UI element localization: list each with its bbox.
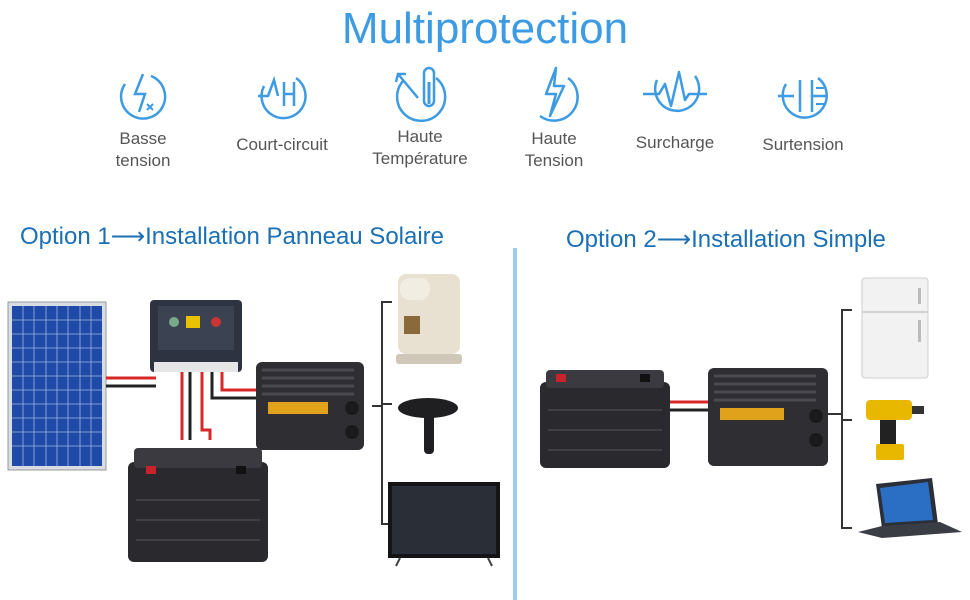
option1-prefix: Option 1 <box>20 223 111 250</box>
page-title: Multiprotection <box>341 4 629 53</box>
power-drill-image <box>866 400 924 460</box>
option1-diagram <box>7 274 500 567</box>
coffee-machine-image <box>396 274 462 364</box>
battery-image <box>540 370 670 468</box>
refrigerator-image <box>861 277 929 379</box>
pulse-wave-icon <box>643 70 707 113</box>
feature-label: Tension <box>524 151 584 170</box>
battery-image <box>128 448 268 562</box>
feature-label: Court-circuit <box>236 135 328 154</box>
inverter-image <box>708 368 828 466</box>
section-divider <box>513 248 517 600</box>
option2-diagram <box>540 277 962 538</box>
arrow-icon: ⟶ <box>110 223 146 250</box>
short-circuit-icon <box>258 75 307 120</box>
option2-text: Installation Simple <box>691 226 886 253</box>
lightning-bolt-icon <box>539 66 579 122</box>
feature-label: Surcharge <box>635 133 715 152</box>
option1-text: Installation Panneau Solaire <box>145 223 445 250</box>
feature-court-circuit: Court-circuit <box>222 66 342 156</box>
feature-haute-tension: Haute Tension <box>494 64 614 172</box>
thermometer-icon <box>394 66 447 123</box>
feature-label: tension <box>115 151 171 170</box>
feature-basse-tension: Basse tension <box>83 66 203 172</box>
feature-label: Température <box>372 149 468 168</box>
feature-surcharge: Surcharge <box>615 64 735 154</box>
solar-panel-image <box>7 301 107 471</box>
feature-surtension: Surtension <box>743 66 863 156</box>
hair-dryer-image <box>398 398 458 454</box>
feature-label: Haute <box>397 127 443 146</box>
lightning-down-icon <box>119 73 167 120</box>
capacitor-icon <box>778 77 828 119</box>
feature-label: Haute <box>531 129 577 148</box>
option2-prefix: Option 2 <box>566 226 657 253</box>
laptop-image <box>858 478 962 538</box>
inverter-image <box>256 362 364 450</box>
charge-controller-image <box>150 300 242 372</box>
option2-heading: Option 2⟶Installation Simple <box>566 225 886 254</box>
television-image <box>388 482 500 567</box>
feature-haute-temperature: Haute Température <box>360 62 480 170</box>
arrow-icon: ⟶ <box>656 226 692 253</box>
feature-label: Surtension <box>762 135 844 154</box>
feature-label: Basse <box>119 129 167 148</box>
option1-heading: Option 1⟶Installation Panneau Solaire <box>20 222 444 251</box>
